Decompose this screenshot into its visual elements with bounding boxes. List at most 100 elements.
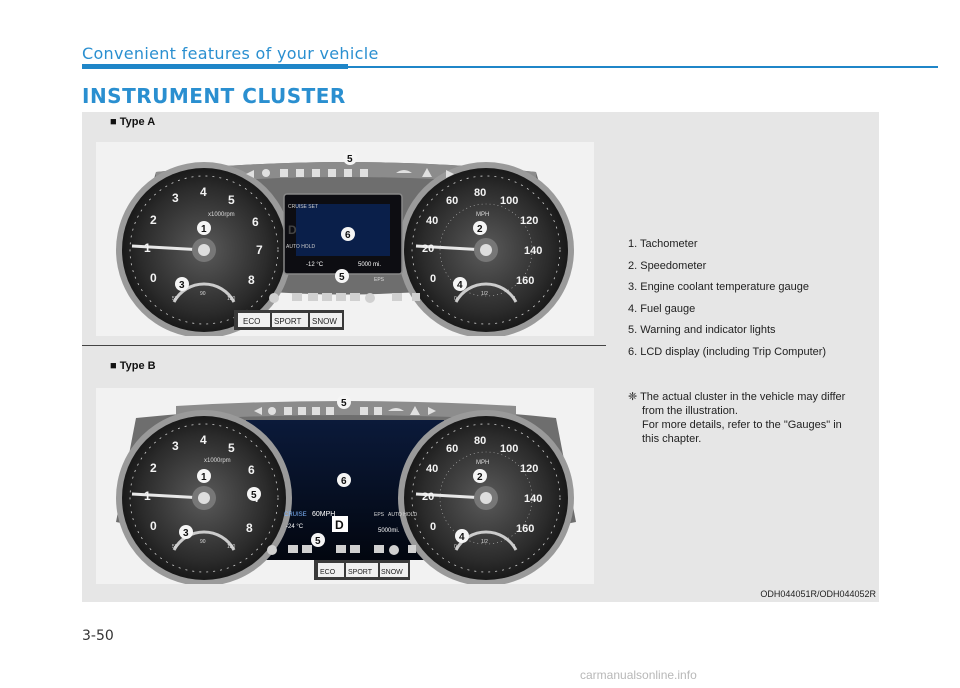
cluster-type-b-drawing: 0 1 2 3 4 5 6 7 8 x1000rpm 50 90 130 0 2… [116, 395, 576, 584]
tacho-num: 7 [256, 243, 263, 257]
header-rule [348, 66, 938, 68]
parking-brake-icon [269, 293, 279, 303]
note-line: from the illustration. [642, 405, 738, 417]
lcd-odometer: 5000mi. [378, 528, 400, 534]
parking-light-icon [344, 169, 352, 177]
speedo-num: 0 [430, 273, 436, 285]
tacho-num: 5 [228, 193, 235, 207]
speedo-num: 40 [426, 463, 438, 475]
temp-mark: 90 [200, 539, 206, 545]
lcd-temp: -12 °C [306, 262, 324, 268]
lcd-speed: 60MPH [312, 511, 335, 518]
speedo-num: 160 [516, 275, 534, 287]
low-fuel-icon [412, 293, 420, 301]
page-number: 3-50 [82, 628, 114, 644]
abs-icon [365, 293, 375, 303]
tacho-num: 3 [172, 191, 179, 205]
speedo-num: 80 [474, 435, 486, 447]
tacho-num: 3 [172, 439, 179, 453]
speedo-num: 160 [516, 523, 534, 535]
car-icon [396, 170, 412, 173]
airbag-icon [350, 545, 360, 553]
tacho-num: 0 [150, 519, 157, 533]
callout-5-left: 5 [251, 490, 257, 501]
temp-mark: 50 [172, 296, 178, 302]
type-a-label: ■ Type A [110, 116, 156, 128]
callout-3: 3 [179, 280, 185, 291]
abs-icon [389, 545, 399, 555]
high-beam-icon [312, 407, 320, 415]
note-line: ❈ The actual cluster in the vehicle may … [628, 391, 846, 403]
rear-fog-icon [360, 169, 368, 177]
tacho-num: 8 [246, 521, 253, 535]
fuel-mark: 1 [513, 544, 516, 550]
lcd-gear: D [288, 223, 297, 237]
seatbelt-icon [322, 293, 332, 301]
legend-item: 1. Tachometer [628, 238, 698, 250]
temp-mark: 50 [172, 544, 178, 550]
callout-4: 4 [457, 280, 463, 291]
fog-light-icon [298, 407, 306, 415]
tacho-num: 4 [200, 185, 207, 199]
lcd-odometer: 5000 mi. [358, 262, 381, 268]
speedo-num: 100 [500, 443, 518, 455]
eps-label: EPS [374, 512, 385, 518]
auto-hold-label: AUTO HOLD [388, 512, 417, 518]
fuel-mark: 1 [513, 296, 516, 302]
legend-item: 4. Fuel gauge [628, 302, 696, 315]
tacho-num: 1 [144, 241, 151, 255]
car-icon [388, 408, 404, 411]
callout-1: 1 [201, 224, 207, 235]
legend-item: 3. Engine coolant temperature gauge [628, 281, 810, 294]
rear-fog-icon [374, 407, 382, 415]
callout-2: 2 [477, 224, 483, 235]
mode-eco-button: ECO [320, 569, 336, 576]
esc-icon [392, 293, 402, 301]
header-accent-bar [82, 64, 348, 69]
door-open-icon [374, 545, 384, 553]
callout-5-bottom: 5 [339, 272, 345, 283]
battery-icon [288, 545, 298, 553]
headlight-icon [284, 407, 292, 415]
speedo-num: 100 [500, 195, 518, 207]
tacho-unit: x1000rpm [204, 458, 231, 464]
speedo-num: 140 [524, 245, 542, 257]
cluster-type-b: 0 1 2 3 4 5 6 7 8 x1000rpm 50 90 130 0 2… [96, 388, 594, 584]
mode-snow-button: SNOW [381, 569, 403, 576]
fuel-mark: 1/2 [481, 539, 488, 545]
lane-icon [328, 169, 336, 177]
legend-item: 2. Speedometer [628, 259, 707, 272]
callout-5-top: 5 [341, 398, 347, 409]
callout-5-bottom: 5 [315, 536, 321, 547]
mode-sport-button: SPORT [274, 317, 302, 326]
eps-label: EPS [374, 277, 385, 283]
tacho-num: 2 [150, 213, 157, 227]
speedo-num: 60 [446, 443, 458, 455]
oil-pressure-icon [308, 293, 318, 301]
headlight-icon [280, 169, 288, 177]
callout-5-top: 5 [347, 154, 353, 165]
turn-right-icon [446, 170, 454, 178]
page-title: INSTRUMENT CLUSTER [82, 84, 346, 108]
parking-light-icon [360, 407, 368, 415]
turn-left-icon [254, 407, 262, 415]
speedo-num: 120 [520, 215, 538, 227]
temp-mark: 130 [227, 296, 236, 302]
fog-light-icon [296, 169, 304, 177]
section-header-title: Convenient features of your vehicle [82, 44, 379, 63]
speedo-unit: MPH [476, 460, 489, 466]
callout-2: 2 [477, 472, 483, 483]
figure-divider [82, 345, 606, 346]
mode-sport-button: SPORT [348, 569, 373, 576]
cluster-type-a: 0 1 2 3 4 5 6 7 8 x1000rpm 50 90 130 0 2… [96, 142, 594, 336]
callout-4: 4 [459, 532, 465, 543]
fuel-mark: 0 [454, 544, 457, 550]
mode-snow-button: SNOW [312, 317, 337, 326]
note-line: this chapter. [642, 433, 702, 445]
note-line: For more details, refer to the "Gauges" … [642, 419, 842, 431]
brake-warning-icon [268, 407, 276, 415]
hazard-icon [410, 406, 420, 415]
temp-mark: 130 [227, 544, 236, 550]
tacho-num: 5 [228, 441, 235, 455]
lcd-cruise: CRUISE [284, 512, 307, 518]
